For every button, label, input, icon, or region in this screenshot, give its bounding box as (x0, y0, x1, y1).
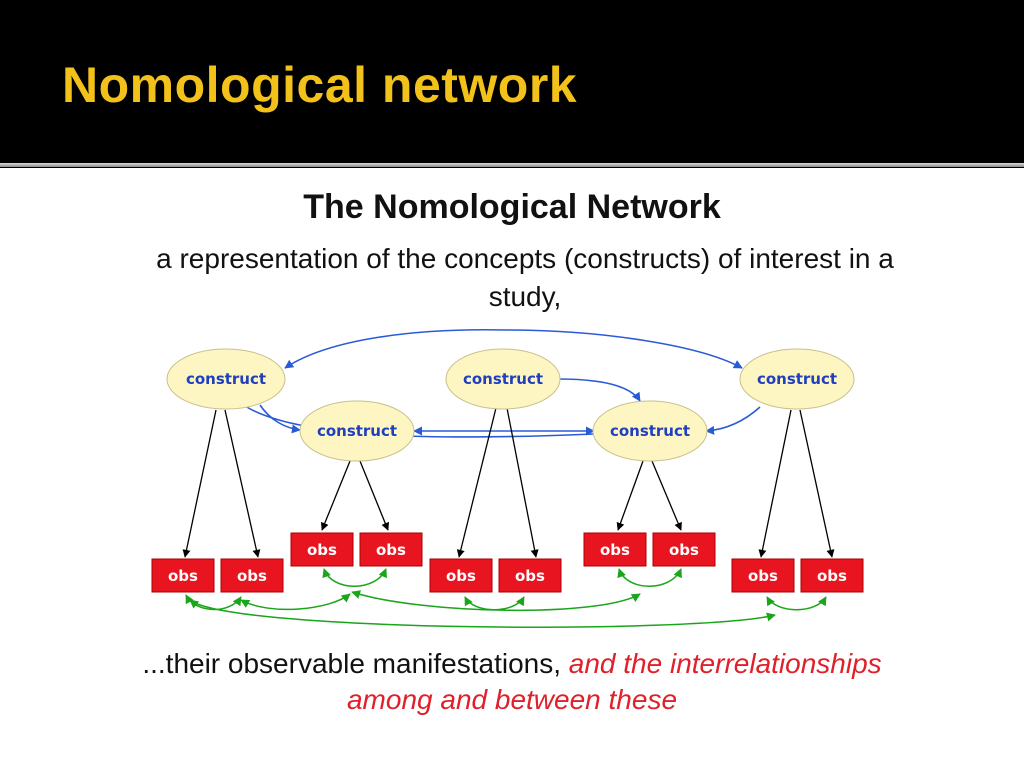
link-c1-c5-arc (284, 328, 743, 369)
observations: obs obs obs obs obs obs obs obs (151, 532, 864, 593)
link-c4-c5 (705, 406, 761, 435)
obs-label: obs (168, 567, 198, 585)
construct-label: construct (186, 370, 266, 388)
title-divider (0, 163, 1024, 167)
link-o3-o4 (322, 568, 387, 587)
arrow-c5-o10 (799, 409, 835, 558)
link-o7-o8 (617, 568, 682, 587)
link-c1-c2 (259, 404, 301, 434)
arrow-c5-o9 (758, 409, 792, 558)
title-bar: Nomological network (0, 0, 1024, 160)
link-o5-o6 (464, 596, 525, 611)
obs-box: obs (359, 532, 423, 567)
arrow-c3-o5 (456, 407, 497, 558)
construct-label: construct (757, 370, 837, 388)
link-o1-o9 (189, 599, 776, 628)
caption-plain-text: ...their observable manifestations, (142, 648, 561, 679)
constructs: construct construct construct construct … (166, 348, 855, 462)
diagram-caption: ...their observable manifestations, and … (140, 646, 884, 718)
construct-node: construct (445, 348, 561, 410)
diagram-subtitle: a representation of the concepts (constr… (156, 243, 894, 312)
obs-box: obs (652, 532, 716, 567)
obs-box: obs (220, 558, 284, 593)
obs-label: obs (446, 567, 476, 585)
arrow-c2-o3 (321, 460, 351, 531)
obs-label: obs (748, 567, 778, 585)
diagram-panel (0, 168, 1024, 768)
link-o3-o7 (351, 590, 641, 612)
obs-box: obs (583, 532, 647, 567)
construct-label: construct (463, 370, 543, 388)
obs-label: obs (817, 567, 847, 585)
observation-links (185, 568, 827, 628)
obs-label: obs (600, 541, 630, 559)
obs-label: obs (307, 541, 337, 559)
link-c1-c4-lower (244, 405, 595, 438)
obs-box: obs (429, 558, 493, 593)
obs-box: obs (800, 558, 864, 593)
obs-label: obs (237, 567, 267, 585)
obs-label: obs (376, 541, 406, 559)
obs-box: obs (290, 532, 354, 567)
construct-node: construct (299, 400, 415, 462)
construct-node: construct (739, 348, 855, 410)
caption-highlight-text: and the interrelationships among and bet… (346, 648, 882, 715)
construct-node: construct (166, 348, 286, 410)
construct-node: construct (592, 400, 708, 462)
diagram-title: The Nomological Network (303, 188, 721, 226)
obs-box: obs (151, 558, 215, 593)
indicator-arrows (182, 407, 835, 558)
arrow-c2-o4 (359, 460, 389, 531)
arrow-c4-o8 (651, 460, 682, 531)
arrow-c1-o1 (182, 409, 217, 558)
construct-label: construct (610, 422, 690, 440)
link-o2-o3 (240, 593, 351, 611)
obs-box: obs (498, 558, 562, 593)
slide-title: Nomological network (62, 57, 578, 113)
link-c3-c4 (557, 378, 641, 402)
construct-label: construct (317, 422, 397, 440)
link-o9-o10 (766, 596, 827, 611)
arrow-c3-o6 (506, 407, 539, 558)
arrow-c1-o2 (224, 409, 261, 558)
obs-label: obs (669, 541, 699, 559)
obs-label: obs (515, 567, 545, 585)
obs-box: obs (731, 558, 795, 593)
arrow-c4-o7 (616, 460, 644, 531)
